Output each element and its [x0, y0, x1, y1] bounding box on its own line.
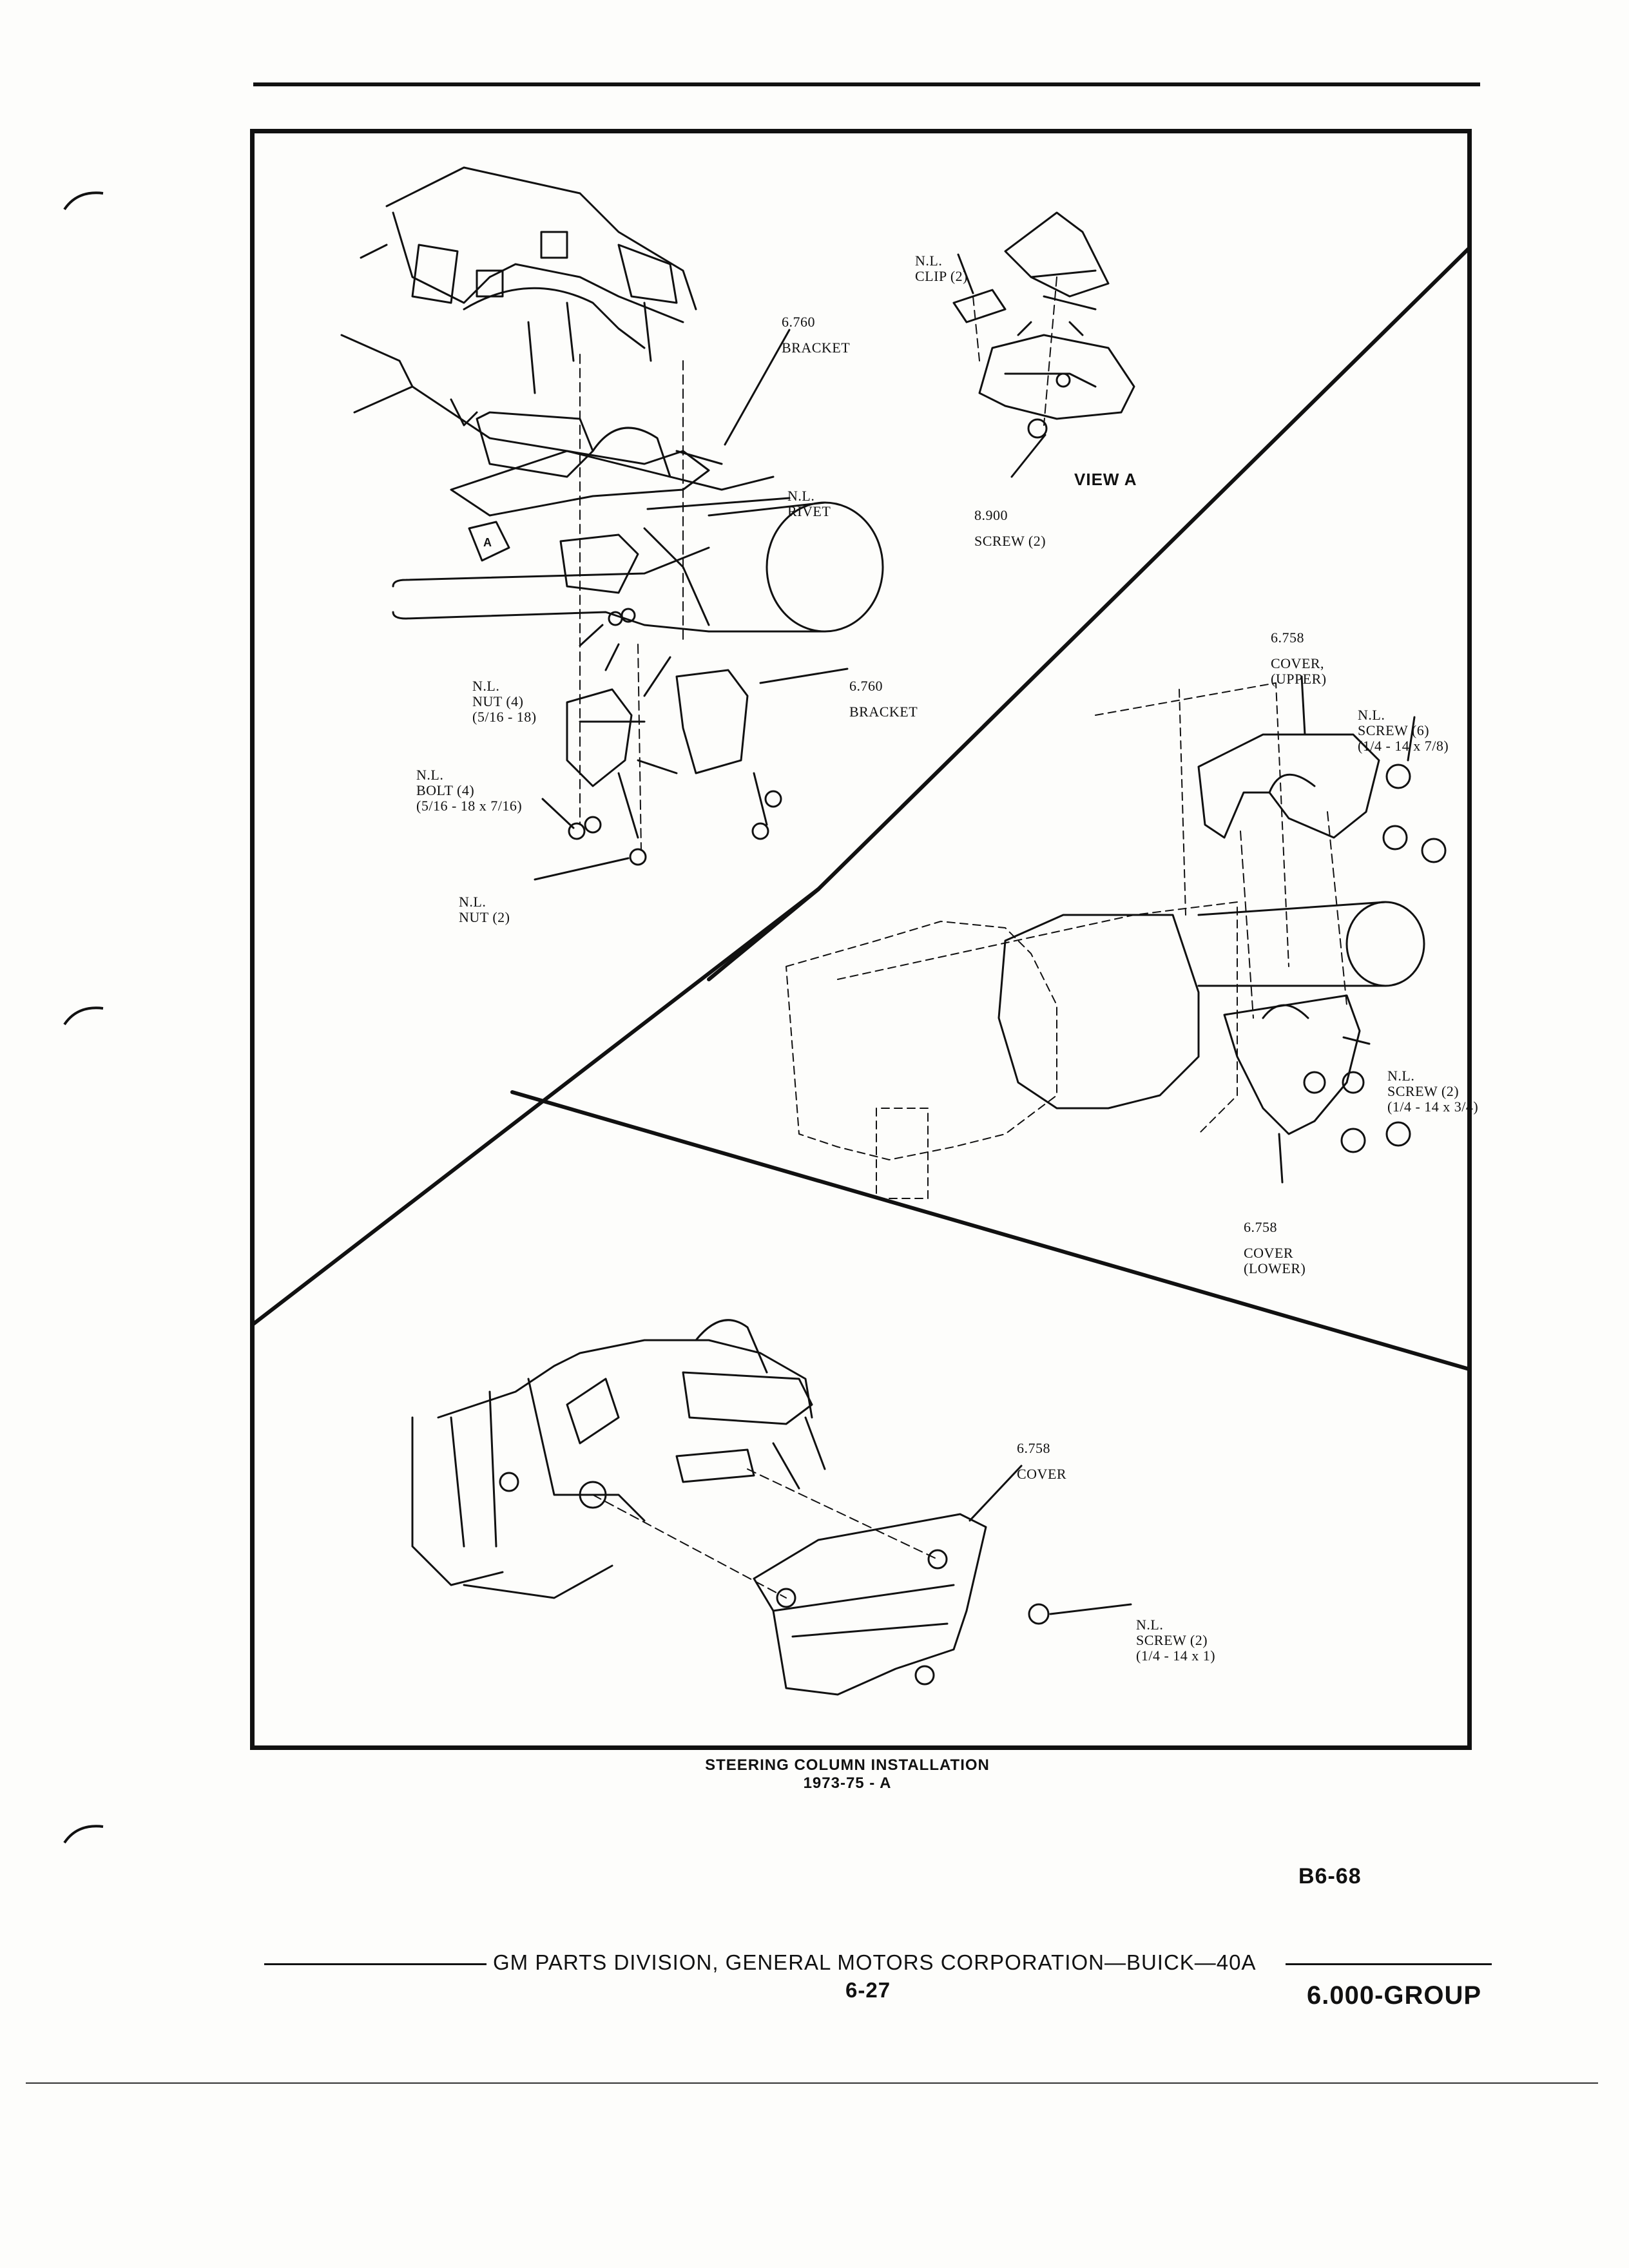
page-code: B6-68 [1298, 1864, 1362, 1888]
view-a-flag-letter: A [483, 536, 492, 549]
figure-caption: STEERING COLUMN INSTALLATION 1973-75 - A [667, 1756, 1028, 1792]
label-screw-6: N.L.SCREW (6)(1/4 - 14 x 7/8) [1358, 707, 1449, 754]
upper-cover-assembly [1197, 733, 1447, 863]
steering-column-tube [392, 501, 884, 633]
label-screw-2-lower: N.L.SCREW (2)(1/4 - 14 x 3/4) [1387, 1068, 1479, 1115]
assembly-dashed-lines [579, 276, 1347, 1599]
illustration-frame [250, 129, 1472, 1750]
punch-mark-bottom [63, 1825, 104, 1844]
footer-publisher: GM PARTS DIVISION, GENERAL MOTORS CORPOR… [493, 1950, 1257, 1974]
bottom-rule [26, 2082, 1598, 2084]
punch-mark-top [63, 191, 104, 211]
footer-page-number: 6-27 [845, 1978, 891, 2002]
flag-view-a-marker [468, 521, 510, 562]
footer-rule-right [1286, 1963, 1492, 1965]
divider-diagonal-mid [510, 1090, 1471, 1371]
top-rule [253, 82, 1480, 86]
leader-lines [534, 253, 1416, 1615]
footer-rule-left [264, 1963, 487, 1965]
divider-diagonal-lower [251, 887, 820, 1326]
label-bolt-4: N.L.BOLT (4)(5/16 - 18 x 7/16) [416, 767, 523, 814]
label-screw-2-bottom: N.L.SCREW (2)(1/4 - 14 x 1) [1136, 1617, 1216, 1664]
label-nut-4: N.L.NUT (4)(5/16 - 18) [472, 678, 537, 725]
upper-bracket-assembly [340, 166, 775, 517]
view-a-detail [952, 211, 1135, 439]
lower-cover-assembly [1223, 994, 1411, 1153]
label-nut-2: N.L.NUT (2) [459, 894, 510, 925]
label-view-a-clip: N.L.CLIP (2) [915, 253, 969, 284]
footer-group: 6.000-GROUP [1307, 1981, 1482, 2010]
dash-structure-bottom [411, 1319, 826, 1599]
caption-subtitle: 1973-75 - A [803, 1774, 892, 1792]
lower-bracket-assembly [566, 608, 782, 866]
caption-title: STEERING COLUMN INSTALLATION [705, 1756, 990, 1774]
divider-diagonal-upper [816, 246, 1471, 891]
label-view-a: VIEW A [1074, 470, 1137, 489]
punch-mark-middle [63, 1006, 104, 1026]
bottom-cover-panel [753, 1513, 1050, 1696]
center-plate [998, 901, 1425, 1110]
label-rivet: N.L.RIVET [787, 488, 831, 519]
cover-outlines-dashed [786, 682, 1289, 1199]
divider-diagonal-left [707, 887, 820, 981]
